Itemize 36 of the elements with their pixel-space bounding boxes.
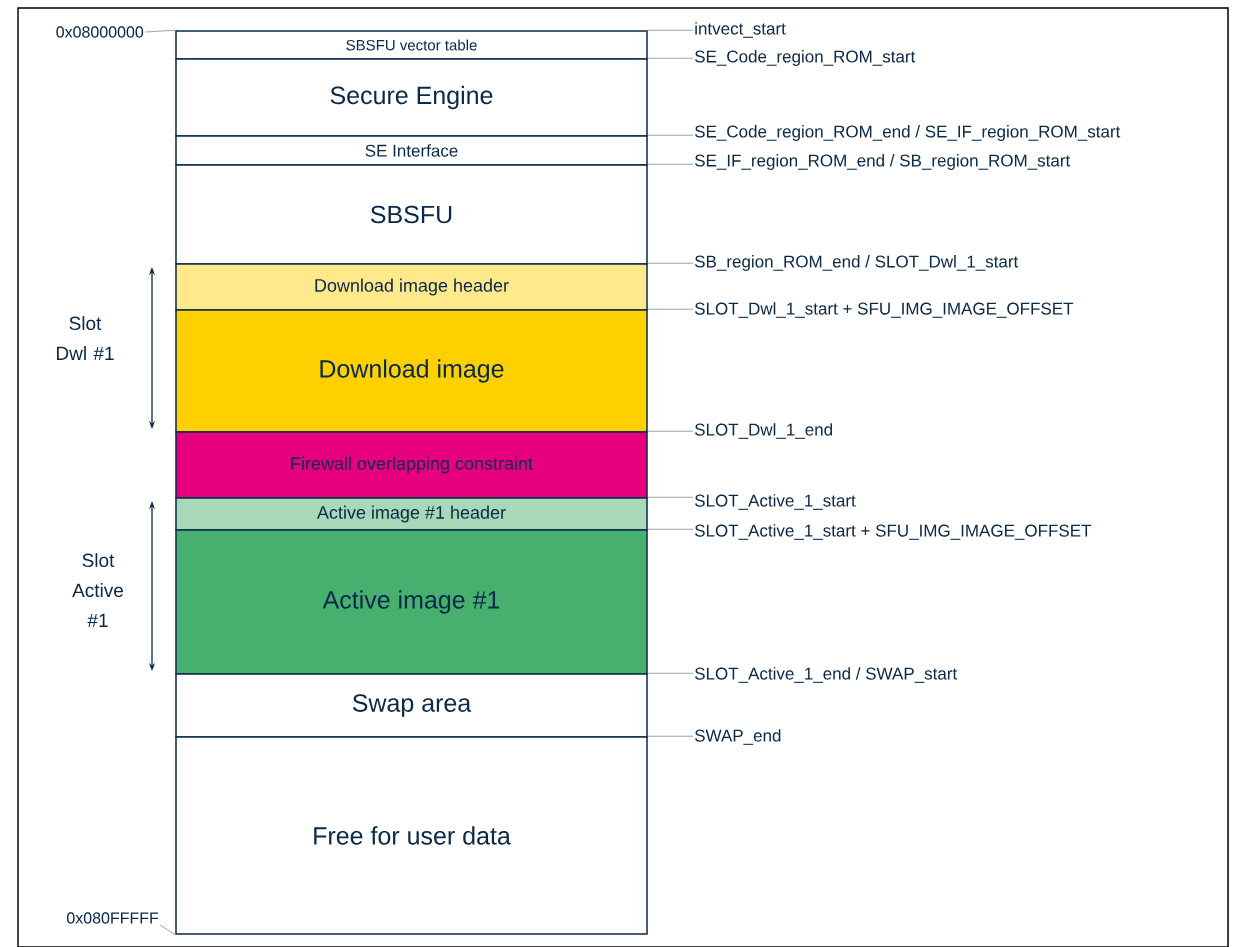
- address-label: SLOT_Dwl_1_end: [695, 423, 832, 439]
- slot-label: Slot Dwl #1: [57, 316, 114, 360]
- leader-line: [647, 262, 694, 264]
- leader-line: [647, 430, 694, 432]
- leader-line: [647, 308, 694, 310]
- leader-line: [647, 496, 694, 498]
- leader-line: [647, 57, 694, 59]
- memory-region: Download image: [175, 309, 648, 433]
- address-label: SE_Code_region_ROM_start: [695, 50, 916, 66]
- memory-region: Firewall overlapping constraint: [175, 431, 648, 499]
- leader-line: [647, 735, 694, 737]
- address-label: 0x08000000: [56, 26, 144, 38]
- memory-region: Download image header: [175, 263, 648, 311]
- leader-line: [647, 134, 694, 136]
- memory-region: SE Interface: [175, 135, 648, 166]
- leader-line: [159, 924, 176, 936]
- address-label: SE_IF_region_ROM_end / SB_region_ROM_start: [695, 154, 1071, 170]
- slot-label: Slot Active #1: [72, 553, 124, 627]
- memory-region: Swap area: [175, 673, 648, 738]
- memory-region: SBSFU vector table: [175, 30, 648, 60]
- memory-region: Active image #1: [175, 529, 648, 675]
- address-label: SE_Code_region_ROM_end / SE_IF_region_ROM_start: [695, 125, 1121, 141]
- leader-line: [647, 672, 694, 674]
- leader-line: [647, 29, 694, 31]
- leader-line: [647, 163, 694, 165]
- address-label: intvect_start: [695, 22, 786, 38]
- memory-region: Active image #1 header: [175, 497, 648, 531]
- address-label: SLOT_Active_1_start: [695, 494, 856, 510]
- leader-line: [647, 528, 694, 530]
- address-label: SWAP_end: [695, 729, 781, 745]
- address-label: 0x080FFFFF: [66, 912, 159, 924]
- leader-line: [144, 29, 176, 33]
- address-label: SLOT_Active_1_start + SFU_IMG_IMAGE_OFFSET: [695, 524, 1092, 540]
- address-label: SB_region_ROM_end / SLOT_Dwl_1_start: [695, 255, 1019, 271]
- address-label: SLOT_Active_1_end / SWAP_start: [695, 667, 958, 683]
- address-label: SLOT_Dwl_1_start + SFU_IMG_IMAGE_OFFSET: [695, 302, 1074, 318]
